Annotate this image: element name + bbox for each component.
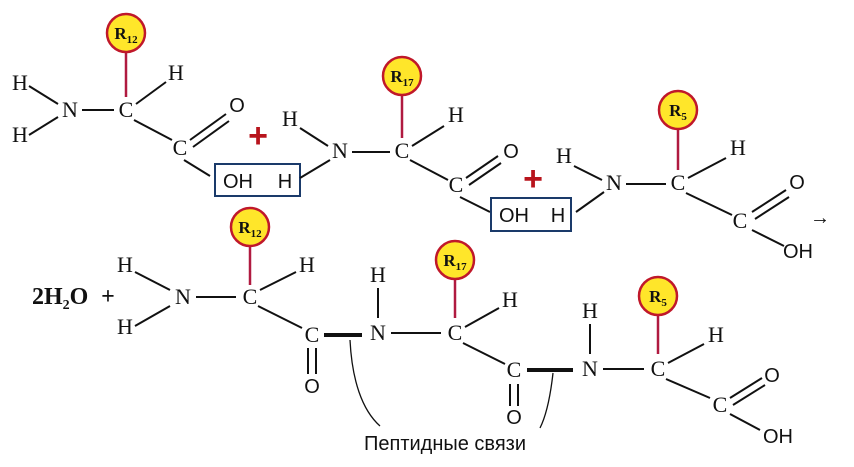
alpha-hydrogen: H	[502, 287, 518, 312]
amine-hydrogen-lower: H	[117, 314, 133, 339]
radical-circle	[229, 206, 271, 248]
alpha-hydrogen: H	[448, 102, 464, 127]
amine-nitrogen: N	[332, 138, 348, 163]
amine-hydrogen-upper: H	[12, 70, 28, 95]
amine-nitrogen: N	[62, 97, 78, 122]
amine-nitrogen: N	[606, 170, 622, 195]
alpha-carbon: C	[119, 97, 134, 122]
amino-acid-3: R5 H N C H C O OH	[556, 89, 813, 263]
carboxyl-hydroxyl: OH	[783, 241, 813, 263]
plus-sign-2: +	[523, 160, 543, 198]
radical-label: R17	[390, 67, 414, 89]
water-plus: +	[101, 284, 115, 310]
carboxyl-carbon: C	[713, 392, 728, 417]
reaction-arrow: →	[810, 207, 830, 229]
radical-label: R12	[238, 218, 262, 240]
water-formula: 2H2O	[32, 284, 88, 313]
radical-label: R5	[649, 287, 667, 309]
amide-hydrogen: H	[370, 262, 386, 287]
peptide-residue-2: R17 H N C H C O	[370, 239, 573, 429]
carboxyl-hydroxyl: OH	[763, 426, 793, 448]
hydroxyl-group: OH	[223, 171, 253, 193]
pointer-line-1	[349, 339, 381, 427]
radical-label: R12	[114, 24, 138, 46]
radical-circle	[657, 89, 699, 131]
peptide-residue-3: R5 H N C H C O OH	[582, 275, 793, 448]
amide-nitrogen: N	[370, 320, 386, 345]
alpha-hydrogen: H	[168, 60, 184, 85]
carbonyl-oxygen: O	[304, 376, 320, 398]
radical-circle	[105, 12, 147, 54]
carbonyl-oxygen: O	[229, 95, 245, 117]
carbonyl-oxygen: O	[503, 141, 519, 163]
water-product: 2H2O +	[32, 284, 115, 313]
alpha-carbon: C	[651, 356, 666, 381]
amide-hydrogen: H	[582, 298, 598, 323]
amino-acid-1: R12 H H N C H C O	[12, 12, 245, 177]
carbonyl-oxygen: O	[506, 407, 522, 429]
alpha-carbon: C	[243, 284, 258, 309]
amide-nitrogen: N	[582, 356, 598, 381]
alpha-carbon: C	[671, 170, 686, 195]
radical-circle	[637, 275, 679, 317]
carboxyl-carbon: C	[733, 208, 748, 233]
peptide-bond-callout: Пептидные связи	[349, 339, 554, 455]
amine-nitrogen: N	[175, 284, 191, 309]
water-elimination-box	[490, 197, 572, 232]
plus-sign-1: +	[248, 117, 268, 155]
alpha-hydrogen: H	[708, 322, 724, 347]
carbonyl-carbon: C	[305, 322, 320, 347]
carboxyl-oxygen: O	[789, 172, 805, 194]
amine-hydrogen: H	[556, 143, 572, 168]
water-box-2: OH H	[490, 197, 572, 232]
alpha-hydrogen: H	[730, 135, 746, 160]
amine-hydrogen-lower: H	[12, 122, 28, 147]
water-box-1: OH H	[214, 163, 301, 197]
amine-hydrogen: H	[278, 171, 292, 193]
amine-hydrogen: H	[282, 106, 298, 131]
radical-circle	[434, 239, 476, 281]
amine-hydrogen: H	[551, 205, 565, 227]
alpha-carbon: C	[448, 320, 463, 345]
carbonyl-carbon: C	[173, 135, 188, 160]
hydroxyl-group: OH	[499, 205, 529, 227]
radical-label: R5	[669, 101, 687, 123]
radical-circle	[381, 55, 423, 97]
alpha-hydrogen: H	[299, 252, 315, 277]
peptide-residue-1: R12 H H N C H C O	[117, 206, 362, 398]
carboxyl-oxygen: O	[764, 365, 780, 387]
pointer-line-2	[539, 372, 554, 429]
amine-hydrogen-upper: H	[117, 252, 133, 277]
amino-acid-2: R17 H N C H C O	[282, 55, 519, 213]
peptide-bonds-caption: Пептидные связи	[364, 433, 526, 455]
radical-label: R17	[443, 251, 467, 273]
alpha-carbon: C	[395, 138, 410, 163]
water-elimination-box	[214, 163, 301, 197]
carbonyl-carbon: C	[449, 172, 464, 197]
carbonyl-carbon: C	[507, 357, 522, 382]
